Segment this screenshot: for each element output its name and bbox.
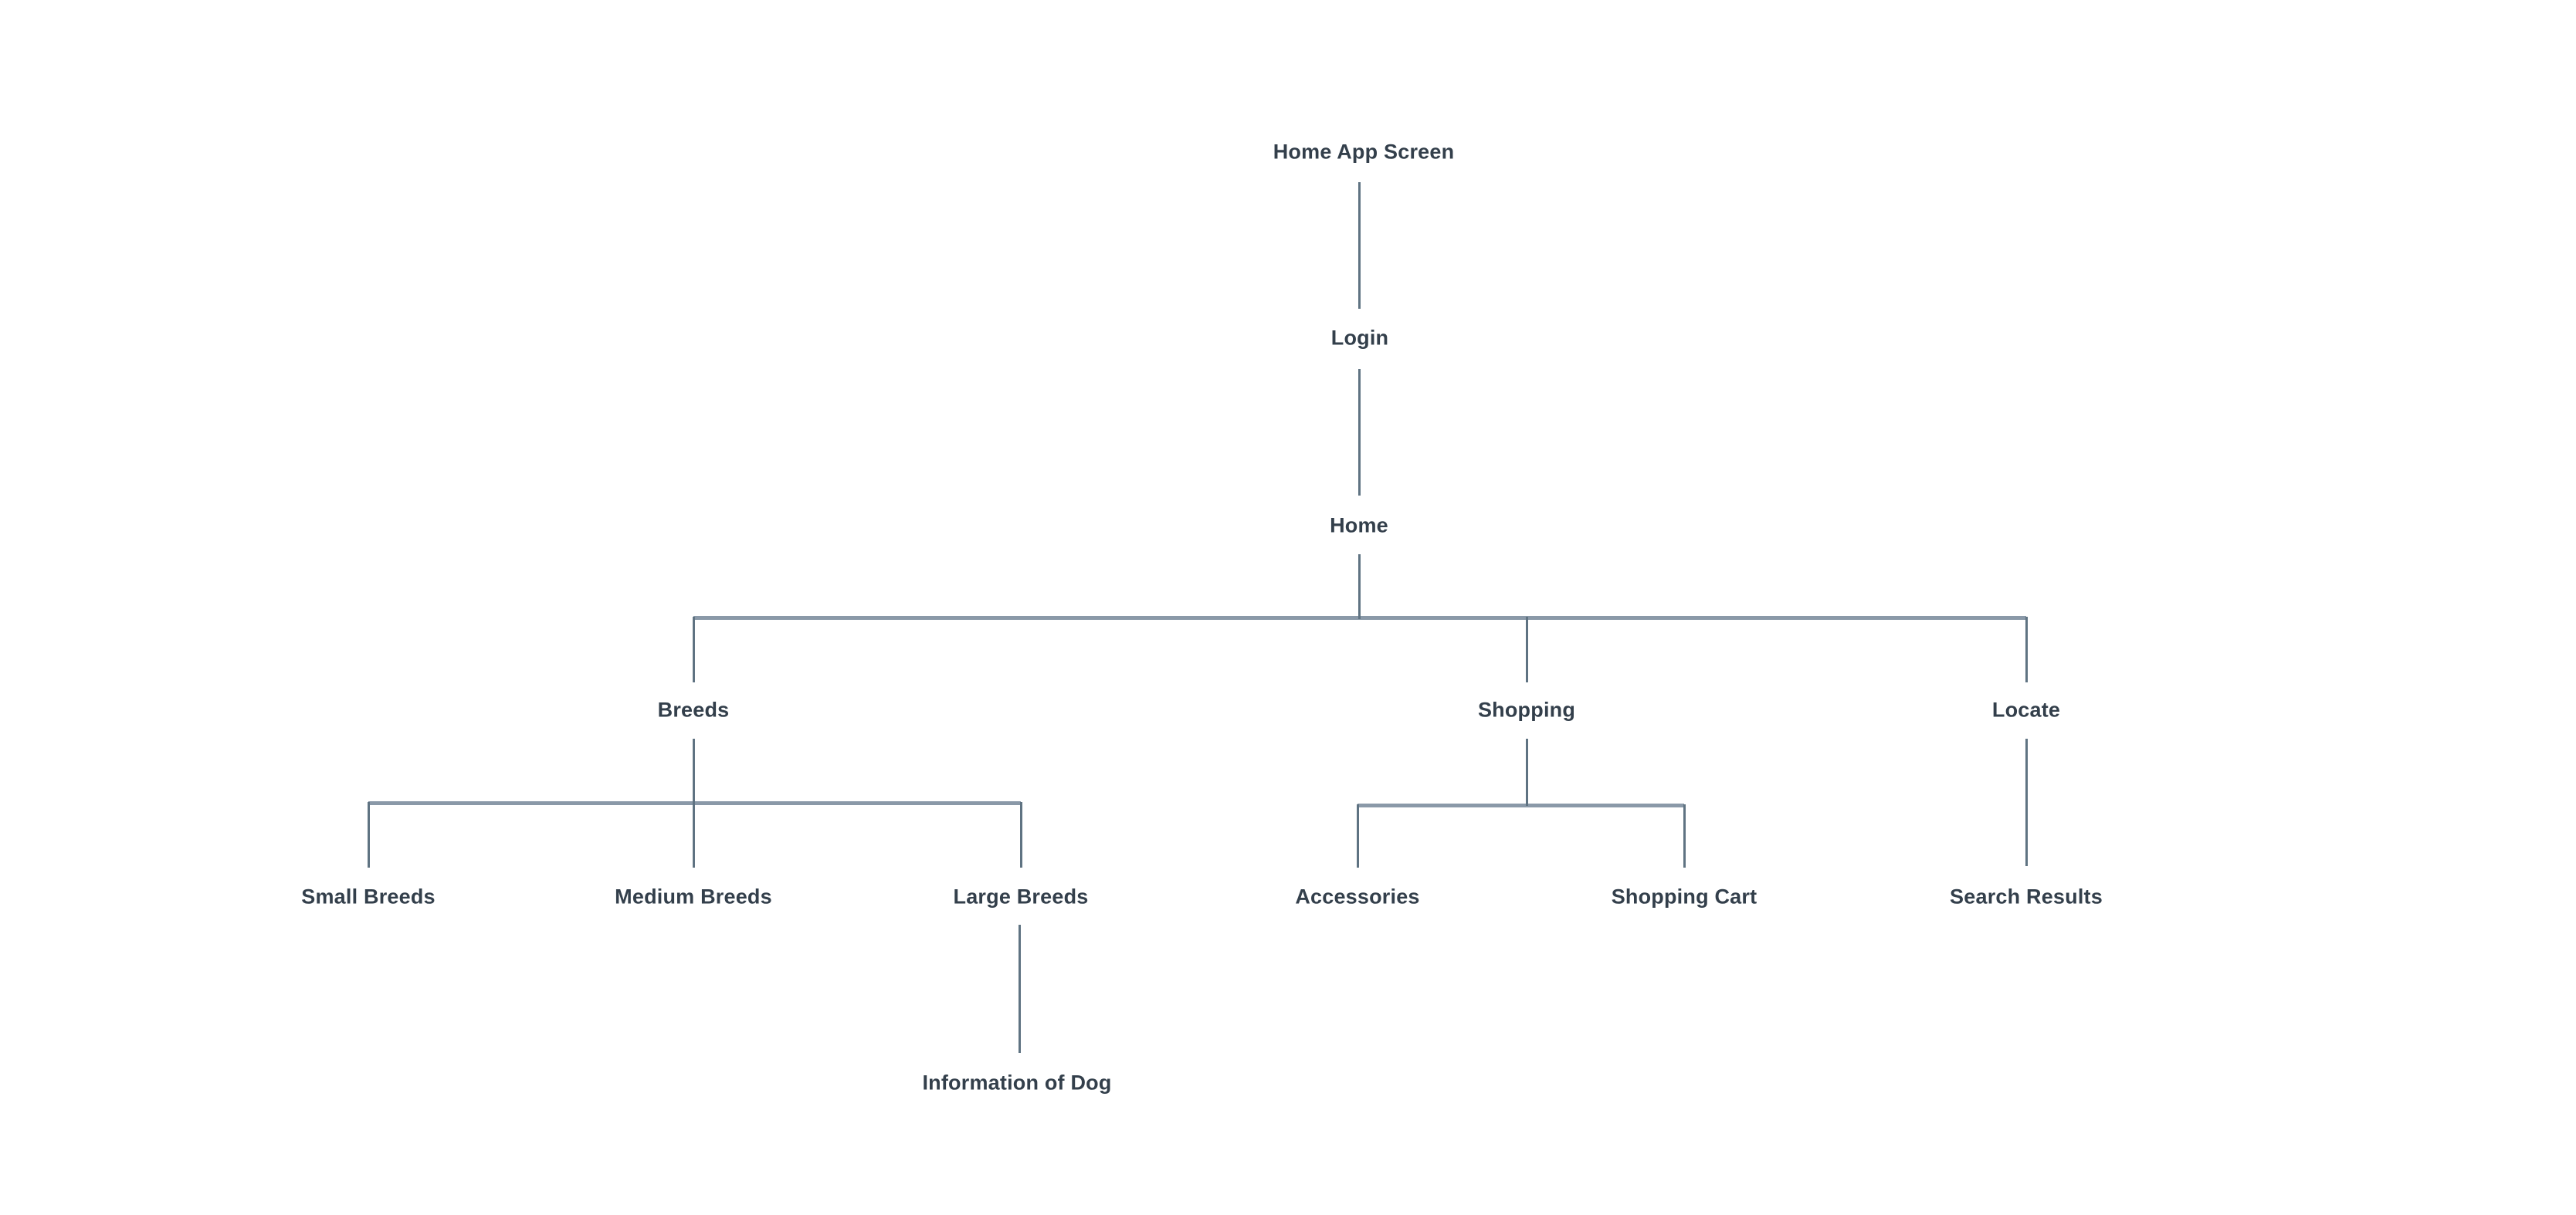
connector-line-vertical — [1357, 369, 1361, 496]
connector-line-horizontal — [1357, 803, 1684, 807]
node-locate: Locate — [1991, 698, 2061, 722]
node-search-results: Search Results — [1950, 885, 2103, 909]
connector-line-vertical — [1018, 925, 1021, 1053]
connector-line-vertical — [2025, 617, 2028, 682]
node-information-of-dog: Information of Dog — [922, 1071, 1112, 1095]
node-medium-breeds: Medium Breeds — [615, 885, 772, 909]
node-shopping: Shopping — [1477, 698, 1576, 722]
node-home: Home — [1330, 513, 1388, 537]
node-home-app-screen: Home App Screen — [1273, 140, 1455, 164]
connector-line-vertical — [367, 802, 370, 868]
connector-line-vertical — [1357, 182, 1361, 309]
node-small-breeds: Small Breeds — [301, 885, 436, 909]
connector-line-horizontal — [368, 800, 1021, 805]
connector-line-vertical — [1525, 739, 1528, 806]
connector-line-vertical — [692, 617, 695, 682]
node-breeds: Breeds — [657, 698, 730, 722]
node-login: Login — [1330, 326, 1389, 350]
connector-line-vertical — [1357, 554, 1361, 619]
connector-line-vertical — [1019, 802, 1022, 868]
node-shopping-cart: Shopping Cart — [1611, 885, 1757, 909]
node-accessories: Accessories — [1295, 885, 1420, 909]
connector-line-vertical — [692, 739, 695, 868]
connector-line-vertical — [2025, 739, 2028, 866]
connector-line-vertical — [1356, 804, 1359, 868]
connector-line-vertical — [1525, 617, 1528, 682]
node-large-breeds: Large Breeds — [953, 885, 1089, 909]
connector-line-vertical — [1683, 804, 1686, 868]
